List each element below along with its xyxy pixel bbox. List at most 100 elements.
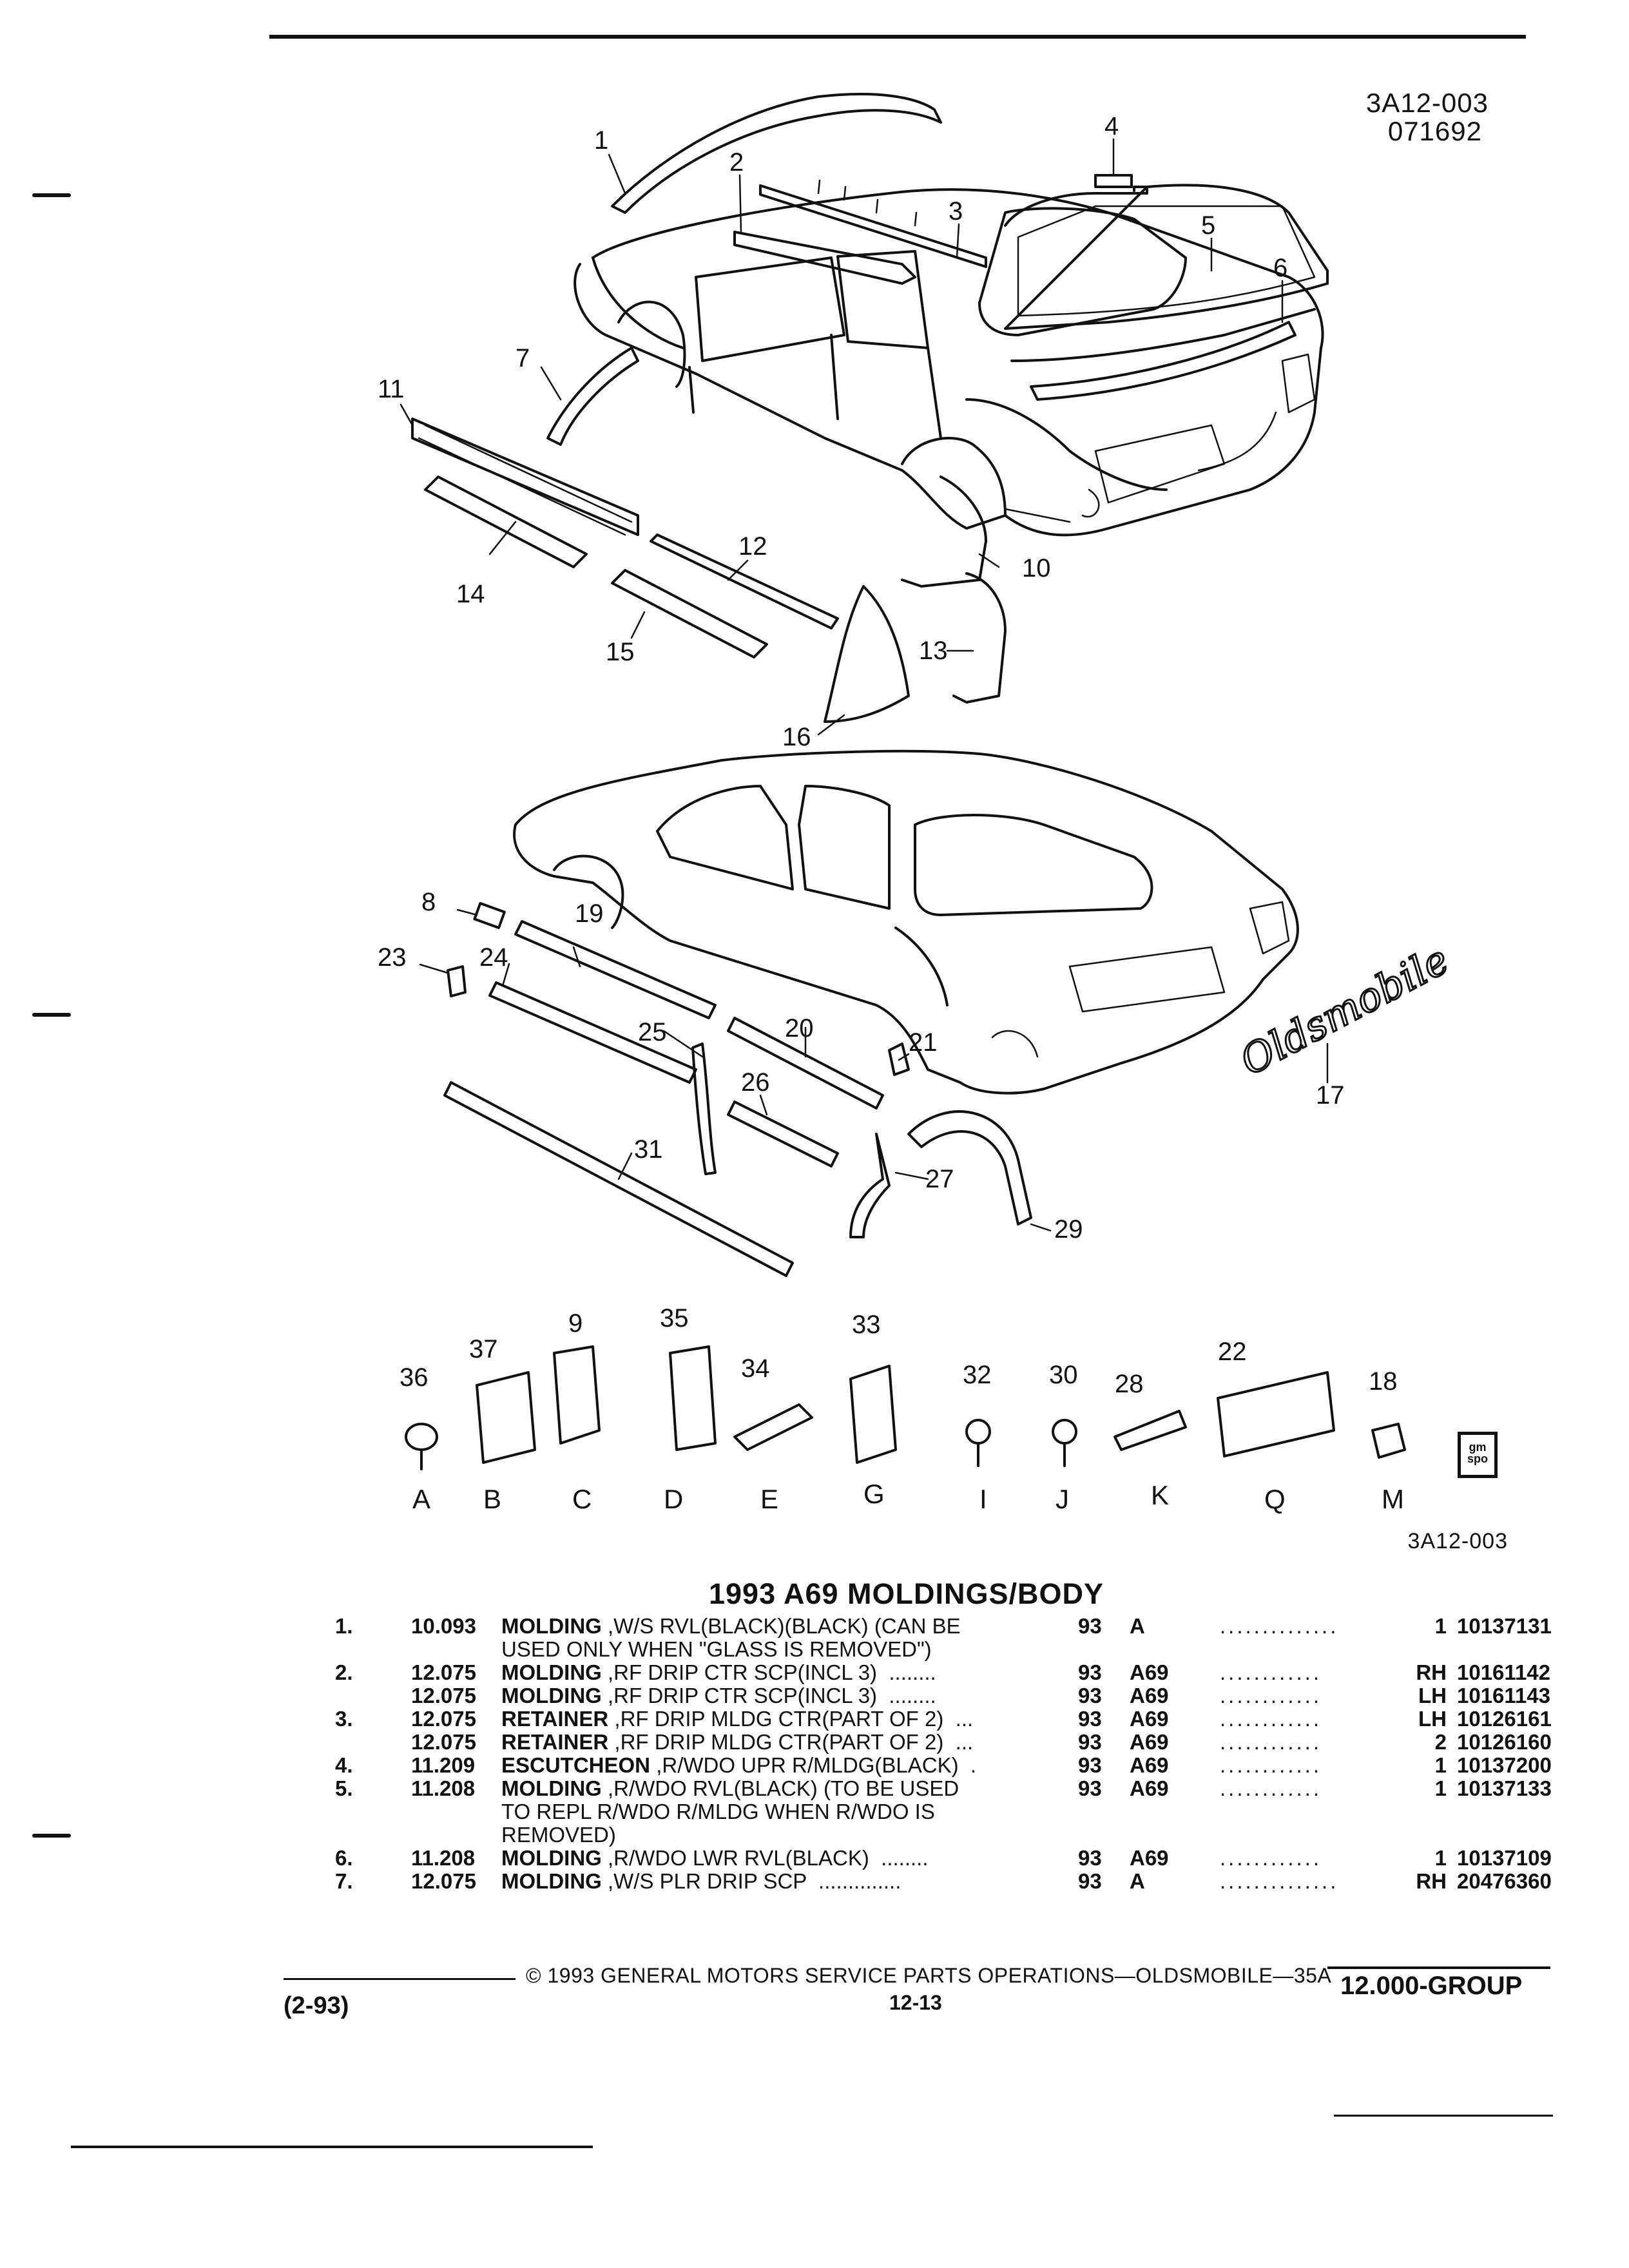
item-number: 2.: [335, 1660, 353, 1684]
callout-25: 25: [638, 1018, 667, 1046]
quantity: 1: [1434, 1776, 1447, 1800]
part-20-body-molding: [727, 1017, 884, 1110]
leader-dots: ..............: [1220, 1614, 1339, 1638]
leader-dots: ............: [1220, 1730, 1322, 1754]
callout-30: 30: [1049, 1361, 1078, 1389]
fastener-letter-G: G: [863, 1479, 885, 1509]
part-5-rw-reveal: [1004, 184, 1329, 330]
margin-mark: [32, 1834, 71, 1838]
fastener-letter-Q: Q: [1264, 1484, 1286, 1514]
callout-22: 22: [1218, 1338, 1247, 1366]
callout-34: 34: [741, 1354, 770, 1383]
part-14-rocker: [424, 476, 588, 568]
part-name: RETAINER: [501, 1730, 609, 1754]
callout-9: 9: [568, 1309, 583, 1338]
section-title: 1993 A69 MOLDINGS/BODY: [709, 1577, 1104, 1610]
item-number: 3.: [335, 1707, 353, 1731]
callout-37: 37: [469, 1335, 498, 1363]
body-style: A69: [1130, 1660, 1169, 1684]
leader-dots: ............: [1220, 1684, 1322, 1707]
callout-31: 31: [634, 1135, 663, 1164]
item-number: [335, 1731, 411, 1754]
part-number: 10137131: [1457, 1614, 1552, 1638]
callout-24: 24: [479, 943, 508, 972]
model-year: 93: [1078, 1753, 1102, 1777]
callout-32: 32: [963, 1361, 992, 1389]
part-16-splash-shield: [824, 585, 910, 723]
body-style: A: [1130, 1869, 1145, 1893]
leader-dots: ............: [1220, 1707, 1322, 1731]
exploded-parts-diagram: Oldsmobile: [400, 93, 1457, 1470]
body-style: A69: [1130, 1730, 1169, 1754]
part-number: 10137133: [1457, 1776, 1552, 1800]
callout-20: 20: [785, 1014, 814, 1043]
part-name: MOLDING: [501, 1614, 602, 1638]
part-number: 10126161: [1457, 1707, 1552, 1731]
callout-27: 27: [925, 1165, 954, 1193]
callout-11: 11: [378, 375, 405, 403]
callout-21: 21: [909, 1028, 938, 1057]
part-description: ,R/WDO LWR RVL(BLACK) ........: [601, 1846, 929, 1870]
catalog-number: 10.093: [411, 1614, 476, 1638]
catalog-number: 12.075: [411, 1707, 476, 1731]
catalog-number: 12.075: [411, 1660, 476, 1684]
quantity: 2: [1434, 1730, 1447, 1754]
top-rule: [269, 35, 1526, 39]
item-number: 6.: [335, 1846, 353, 1870]
diagram-ref-bottom: 3A12-003: [1407, 1529, 1508, 1553]
callout-4: 4: [1104, 112, 1119, 140]
body-style: A69: [1130, 1776, 1169, 1800]
quantity: LH: [1418, 1707, 1447, 1731]
fastener-letter-D: D: [664, 1484, 684, 1514]
callout-3: 3: [949, 197, 963, 226]
fastener-letter-E: E: [760, 1484, 779, 1514]
description: MOLDING ,W/S PLR DRIP SCP ..............: [501, 1870, 1078, 1893]
callout-19: 19: [575, 899, 604, 928]
body-style: A69: [1130, 1684, 1169, 1707]
catalog-number: 11.208: [411, 1776, 476, 1800]
callout-28: 28: [1115, 1370, 1144, 1398]
part-description-continued: TO REPL R/WDO R/MLDG WHEN R/WDO IS: [501, 1800, 935, 1823]
part-name: MOLDING: [501, 1660, 602, 1684]
part-11-rocker: [411, 418, 639, 536]
quantity: RH: [1416, 1660, 1447, 1684]
model-year: 93: [1078, 1846, 1102, 1870]
part-description: ,RF DRIP CTR SCP(INCL 3) ........: [601, 1684, 936, 1707]
footer-date: (2-93): [284, 1992, 349, 2019]
part-description: ,W/S PLR DRIP SCP ..............: [601, 1869, 901, 1893]
gmspo-logo: gm spo: [1458, 1432, 1498, 1478]
part-21-clip: [888, 1043, 910, 1076]
description: MOLDING ,R/WDO LWR RVL(BLACK) ........: [501, 1847, 1078, 1870]
catalog-number: 12.075: [411, 1684, 476, 1707]
part-description: ,R/WDO UPR R/MLDG(BLACK) .: [650, 1753, 977, 1777]
model-year: 93: [1078, 1730, 1102, 1754]
margin-mark: [32, 1013, 71, 1017]
part-name: MOLDING: [501, 1869, 602, 1893]
part-23-clip: [447, 965, 467, 997]
model-year: 93: [1078, 1660, 1102, 1684]
part-description: ,RF DRIP MLDG CTR(PART OF 2) ...: [608, 1707, 974, 1731]
model-year: 93: [1078, 1776, 1102, 1800]
bottom-scan-rule: [1334, 2115, 1553, 2117]
part-description: ,W/S RVL(BLACK)(BLACK) (CAN BE: [601, 1614, 961, 1638]
part-name: MOLDING: [501, 1776, 602, 1800]
part-name: ESCUTCHEON: [501, 1753, 651, 1777]
fastener-letter-J: J: [1055, 1484, 1069, 1514]
upper-car-illustration: [574, 188, 1324, 537]
callout-36: 36: [400, 1363, 429, 1392]
part-description-continued: USED ONLY WHEN "GLASS IS REMOVED"): [501, 1637, 932, 1661]
leader-dots: ............: [1220, 1660, 1322, 1684]
part-31-rocker-molding: [443, 1081, 794, 1277]
item-number: [335, 1684, 411, 1707]
part-description: ,R/WDO RVL(BLACK) (TO BE USED: [601, 1776, 959, 1800]
body-style: A69: [1130, 1846, 1169, 1870]
description: RETAINER ,RF DRIP MLDG CTR(PART OF 2) ..…: [501, 1731, 1078, 1754]
part-number: 10137200: [1457, 1753, 1552, 1777]
model-year: 93: [1078, 1614, 1102, 1638]
part-number: 10126160: [1457, 1730, 1552, 1754]
part-7-pillar-drip: [546, 347, 639, 446]
callout-15: 15: [606, 638, 635, 666]
